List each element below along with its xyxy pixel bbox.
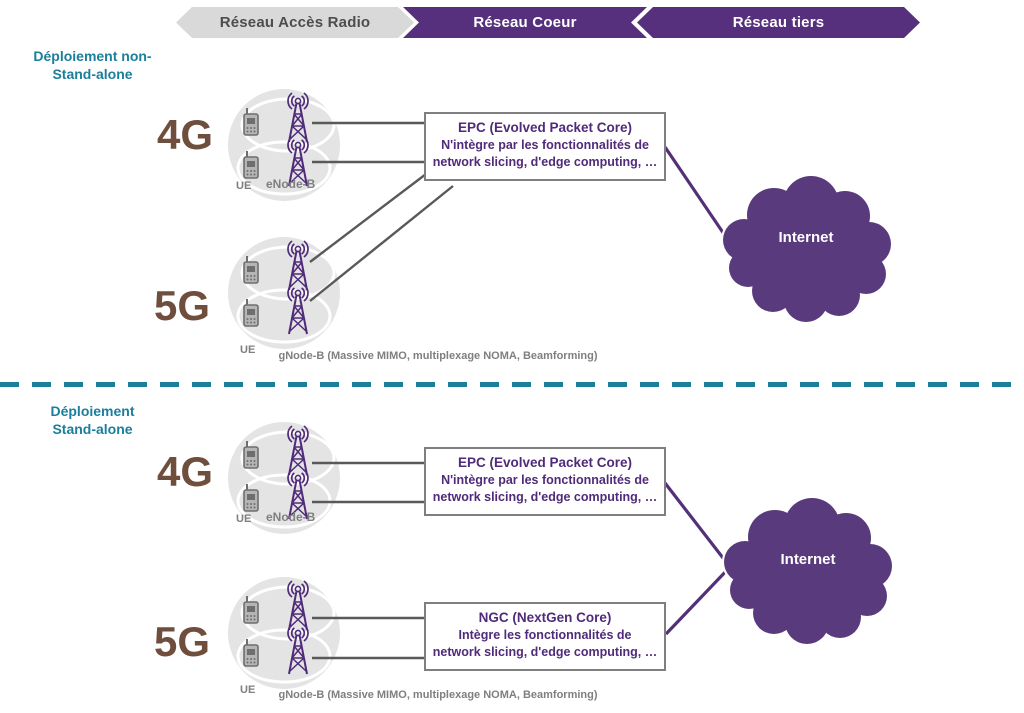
nsa-5g-label: 5G xyxy=(153,282,211,329)
sa-epc-body2: network slicing, d'edge computing, … xyxy=(432,489,658,504)
nsa-epc-body2: network slicing, d'edge computing, … xyxy=(432,154,658,169)
sa-internet-label: Internet xyxy=(780,551,836,568)
sa-ue-label: UE xyxy=(236,513,252,525)
sa-deployment-line1: Déploiement xyxy=(50,403,135,419)
header-segment-radio-access: Réseau Accès Radio xyxy=(176,7,414,38)
nsa-epc-title: EPC (Evolved Packet Core) xyxy=(457,120,633,135)
nsa-4g-label: 4G xyxy=(156,111,214,158)
header-segment-third-party: Réseau tiers xyxy=(637,7,920,38)
link-sa-ngc-internet xyxy=(664,565,732,636)
sa-epc-body1: N'intègre par les fonctionnalités de xyxy=(441,473,649,487)
nsa-deployment-label: Déploiement non- Stand-alone xyxy=(15,47,170,83)
sa-epc-box: EPC (Evolved Packet Core) N'intègre par … xyxy=(424,447,666,516)
link-sa-epc-internet xyxy=(663,482,732,568)
nsa-4g-radio-cell xyxy=(222,88,352,218)
nsa-epc-box: EPC (Evolved Packet Core) N'intègre par … xyxy=(424,112,666,181)
sa-gnodeb-caption: gNode-B (Massive MIMO, multiplexage NOMA… xyxy=(278,689,598,701)
sa-ngc-body2: network slicing, d'edge computing, … xyxy=(432,644,658,659)
sa-internet-cloud-icon xyxy=(722,493,896,645)
sa-ngc-body1: Intègre les fonctionnalités de xyxy=(458,628,632,642)
sa-ngc-title: NGC (NextGen Core) xyxy=(478,610,612,625)
nsa-ue-label: UE xyxy=(236,180,252,192)
nsa-gnodeb-caption: gNode-B (Massive MIMO, multiplexage NOMA… xyxy=(278,350,598,362)
sa-5g-label: 5G xyxy=(153,618,211,665)
sa-ngc-box: NGC (NextGen Core) Intègre les fonctionn… xyxy=(424,602,666,671)
sa-4g-label: 4G xyxy=(156,448,214,495)
sa-deployment-line2: Stand-alone xyxy=(52,421,133,438)
sa-ue-5g-label: UE xyxy=(240,684,256,696)
section-divider xyxy=(0,382,1024,387)
sa-deployment-label: Déploiement Stand-alone xyxy=(25,402,160,438)
nsa-enodeb-label: eNode-B xyxy=(266,177,316,191)
sa-enodeb-label: eNode-B xyxy=(266,510,316,524)
nsa-epc-body1: N'intègre par les fonctionnalités de xyxy=(441,138,649,152)
nsa-ue-5g-label: UE xyxy=(240,344,256,356)
nsa-internet-label: Internet xyxy=(778,229,834,246)
link-nsa-epc-internet xyxy=(663,146,730,241)
header-segment-core-network: Réseau Coeur xyxy=(403,7,647,38)
nsa-deployment-line2: Stand-alone xyxy=(52,66,133,83)
sa-4g-radio-cell xyxy=(222,421,352,551)
nsa-deployment-line1: Déploiement non- xyxy=(33,48,152,64)
sa-epc-title: EPC (Evolved Packet Core) xyxy=(457,455,633,470)
nsa-internet-cloud-icon xyxy=(721,171,895,323)
